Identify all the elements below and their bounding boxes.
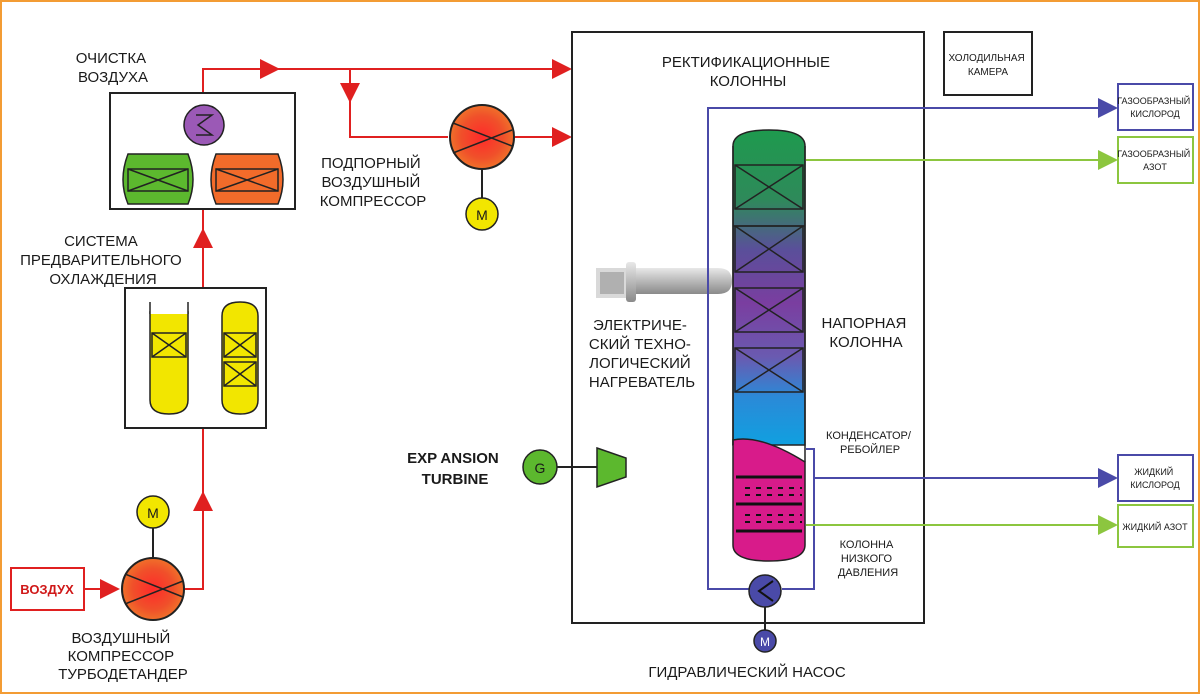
heat-exchanger-icon	[183, 104, 225, 146]
compressor-to-precool-line	[185, 428, 204, 590]
precooling-box	[124, 287, 267, 429]
output-gas-nitrogen: ГАЗООБРАЗНЫЙ АЗОТ	[1117, 136, 1194, 184]
air-input-label: ВОЗДУХ	[20, 582, 74, 597]
expansion-turbine: G	[522, 446, 627, 489]
hydraulic-pump: M	[748, 574, 782, 653]
svg-text:ЖИДКИЙ АЗОТ: ЖИДКИЙ АЗОТ	[1122, 521, 1188, 532]
distillation-column	[732, 129, 806, 562]
air-input-box: ВОЗДУХ	[10, 567, 85, 611]
column-liquid-dashes	[745, 487, 802, 523]
purification-label: ОЧИСТКА ВОЗДУХА	[76, 50, 151, 86]
booster-motor-icon	[465, 197, 499, 231]
pressure-column-label: НАПОРНАЯ КОЛОННА	[822, 315, 911, 351]
adsorber-orange	[210, 153, 284, 205]
low-pressure-label: КОЛОННА НИЗКОГО ДАВЛЕНИЯ	[838, 539, 898, 579]
rectification-box	[571, 31, 925, 624]
gas-oxygen-line	[707, 98, 1118, 590]
heater-label: ЭЛЕКТРИЧЕ- СКИЙ ТЕХНО- ЛОГИЧЕСКИЙ НАГРЕВ…	[589, 317, 695, 391]
pump-motor-label: M	[760, 635, 770, 649]
pump-return-line	[782, 448, 815, 590]
motor-label: M	[147, 505, 159, 521]
booster-label: ПОДПОРНЫЙ ВОЗДУШНЫЙ КОМПРЕССОР	[320, 154, 427, 210]
cold-box-label: ХОЛОДИЛЬНАЯ КАМЕРА	[948, 53, 1027, 78]
compressor-icon	[121, 557, 185, 621]
cold-box	[943, 31, 1033, 96]
motor-icon	[136, 495, 170, 529]
packing-sections	[733, 164, 805, 393]
condenser-label: КОНДЕНСАТОР/ РЕБОЙЛЕР	[826, 430, 914, 456]
output-liquid-oxygen: ЖИДКИЙ КИСЛОРОД	[1117, 454, 1194, 502]
air-compressor-label: ВОЗДУШНЫЙ КОМПРЕССОР ТУРБОДЕТАНДЕР	[58, 629, 188, 683]
precool-vessel-1	[149, 311, 189, 415]
air-lines	[84, 59, 572, 599]
turbine-label: EXP ANSION TURBINE	[407, 450, 503, 488]
branch-to-booster-line	[349, 69, 448, 138]
pump-icon	[748, 574, 782, 608]
pump-label: ГИДРАВЛИЧЕСКИЙ НАСОС	[648, 663, 846, 681]
pump-motor-icon	[753, 629, 777, 653]
purification-box	[109, 92, 296, 210]
electric-heater	[596, 262, 732, 302]
svg-text:ГАЗООБРАЗНЫЙ КИСЛОРОД: ГАЗООБРАЗНЫЙ КИСЛОРОД	[1117, 95, 1193, 119]
booster-motor-label: M	[476, 207, 488, 223]
output-lines	[707, 98, 1118, 590]
output-gas-oxygen: ГАЗООБРАЗНЫЙ КИСЛОРОД	[1117, 83, 1194, 131]
booster-compressor-icon	[449, 104, 515, 170]
precooling-label: СИСТЕМА ПРЕДВАРИТЕЛЬНОГО ОХЛАЖДЕНИЯ	[20, 233, 186, 288]
purify-to-column-line	[202, 59, 572, 93]
svg-text:ЖИДКИЙ КИСЛОРОД: ЖИДКИЙ КИСЛОРОД	[1130, 466, 1180, 490]
adsorber-green	[122, 153, 194, 205]
booster-compressor: M	[449, 104, 515, 231]
generator-icon	[522, 449, 558, 485]
air-compressor: M	[121, 495, 185, 621]
turbine-icon	[596, 446, 627, 489]
rectification-label: РЕКТИФИКАЦИОННЫЕ КОЛОННЫ	[662, 54, 834, 90]
precool-vessel-2	[221, 301, 259, 415]
low-pressure-column-body	[732, 438, 806, 562]
generator-label: G	[535, 460, 546, 476]
output-liquid-nitrogen: ЖИДКИЙ АЗОТ	[1117, 504, 1194, 548]
column-trays	[736, 475, 802, 533]
svg-text:ГАЗООБРАЗНЫЙ АЗОТ: ГАЗООБРАЗНЫЙ АЗОТ	[1117, 148, 1193, 172]
heater-icon	[636, 268, 732, 294]
